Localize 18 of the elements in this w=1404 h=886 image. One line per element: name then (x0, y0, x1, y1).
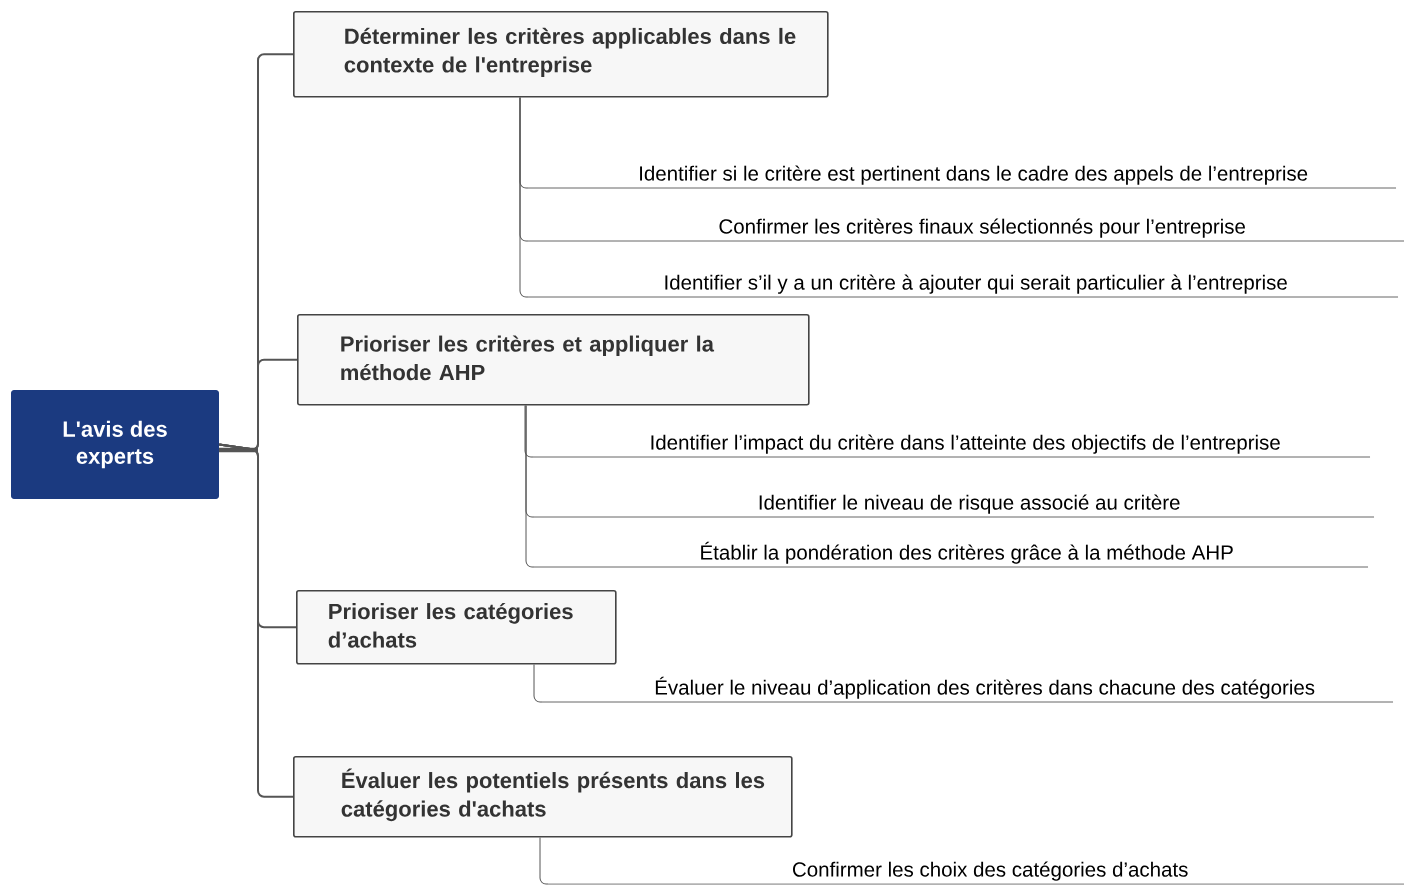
underlined-text: Identifier s’il y a un critère à ajouter qui serait particulier à l’entreprise (527, 274, 1399, 298)
topic-box: Prioriser les catégories d’achats (296, 590, 617, 665)
underlined-text: Identifier l’impact du critère dans l’atteinte des objectifs de l’entreprise (532, 434, 1371, 458)
branch-connector (539, 837, 549, 885)
underlined-text: Établir la pondération des critères grâce à la méthode AHP (533, 541, 1369, 568)
branch-connector (519, 97, 529, 298)
topic-box: Déterminer les critères applicables dans le contexte de l'entreprise (293, 11, 829, 98)
underlined-text: Confirmer les critères finaux sélectionnés pour l’entreprise (527, 218, 1404, 242)
topic-box: Prioriser les critères et appliquer la méthode AHP (297, 314, 810, 406)
underlined-text: Identifier le niveau de risque associé au critère (533, 494, 1375, 518)
underlined-text: Confirmer les choix des catégories d’achats (547, 861, 1404, 885)
underlined-text: Évaluer le niveau d’application des critères dans chacune des catégories (541, 676, 1394, 703)
branch-connector (218, 443, 294, 798)
topic-box: Évaluer les potentiels présents dans les catégories d'achats (293, 756, 793, 838)
branch-connector (525, 405, 535, 568)
underlined-text: Identifier si le critère est pertinent dans le cadre des appels de l’entreprise (527, 165, 1397, 189)
branch-connector (524, 405, 534, 458)
root-box: L'avis des experts (11, 390, 219, 499)
